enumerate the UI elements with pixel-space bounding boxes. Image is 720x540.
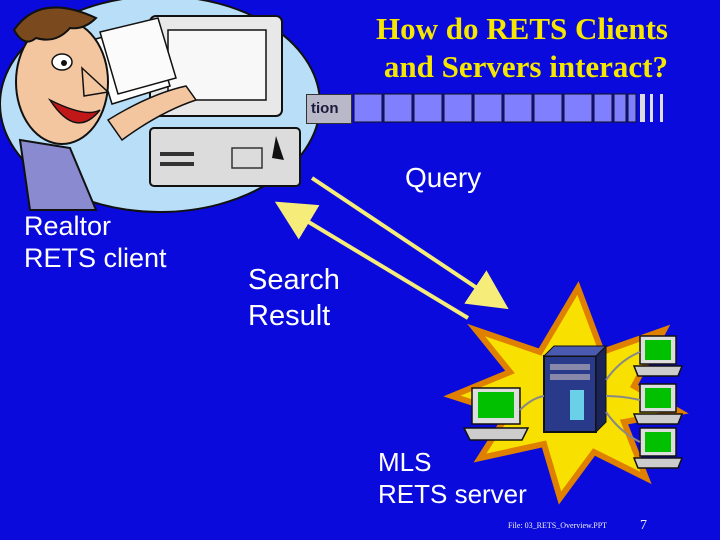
result-label-line-1: Search xyxy=(248,264,340,296)
result-label-line-2: Result xyxy=(248,300,331,332)
result-arrow xyxy=(274,201,470,320)
progress-tab-bar xyxy=(353,93,663,123)
server-tower-icon xyxy=(542,344,608,434)
query-arrow xyxy=(310,176,509,310)
workstation-icon xyxy=(632,427,684,469)
server-label: MLS RETS server xyxy=(378,446,527,510)
client-illustration-icon xyxy=(0,0,321,213)
page-number: 7 xyxy=(640,518,647,533)
footer-file: File: 03_RETS_Overview.PPT xyxy=(508,521,608,530)
server-label-line-1: MLS xyxy=(378,447,432,477)
workstation-icon xyxy=(632,335,684,377)
result-label: Search Result xyxy=(248,262,340,334)
server-label-line-2: RETS server xyxy=(378,479,527,509)
workstation-icon xyxy=(632,383,684,425)
query-label: Query xyxy=(405,162,482,193)
client-label-line-1: Realtor xyxy=(24,211,112,241)
tab-bar: tion xyxy=(306,94,666,124)
workstation-icon xyxy=(462,387,530,441)
client-label-line-2: RETS client xyxy=(24,243,167,273)
title-line-2: and Servers interact? xyxy=(383,49,668,84)
title-line-1: How do RETS Clients xyxy=(376,11,668,46)
client-label: Realtor RETS client xyxy=(24,210,167,274)
tab-label: tion xyxy=(306,94,352,124)
slide-title: How do RETS Clients and Servers interact… xyxy=(300,10,668,86)
